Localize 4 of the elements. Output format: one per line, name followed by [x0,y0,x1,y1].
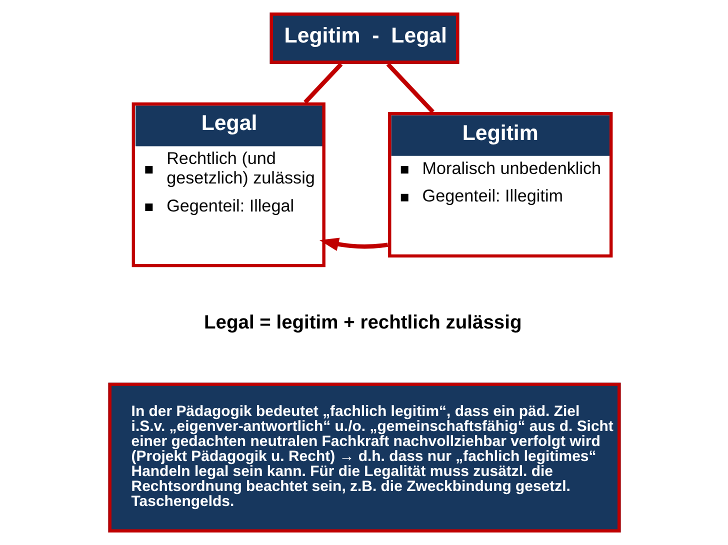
connector [303,62,342,104]
arrow [318,238,388,251]
connector [386,62,434,114]
label: Legal = legitim + rechtlich zulässig [204,312,522,334]
